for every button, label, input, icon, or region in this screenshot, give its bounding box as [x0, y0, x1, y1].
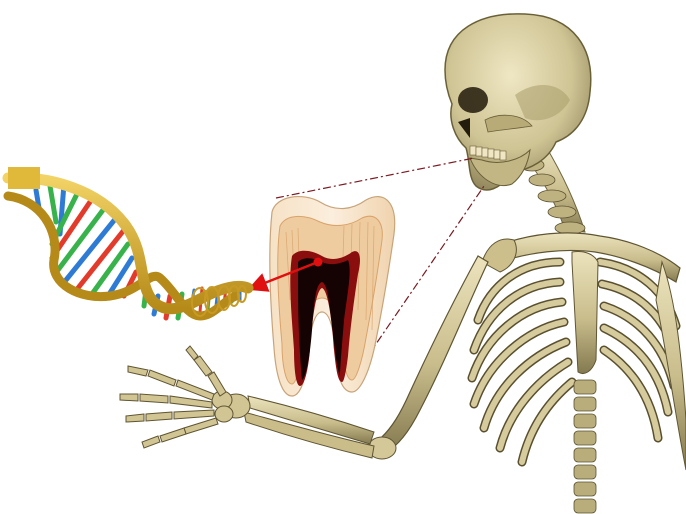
arrow-origin-dot: [314, 258, 323, 267]
tooth-cross-section: [270, 197, 395, 396]
sternum: [572, 251, 598, 373]
guide-line-top: [276, 158, 474, 198]
hand: [120, 346, 250, 448]
forearm: [244, 396, 374, 458]
skeleton: [120, 14, 686, 513]
dna-double-helix: [8, 178, 248, 318]
thoracic-spine: [574, 380, 596, 513]
skull: [445, 14, 591, 190]
humerus-left: [376, 256, 488, 452]
